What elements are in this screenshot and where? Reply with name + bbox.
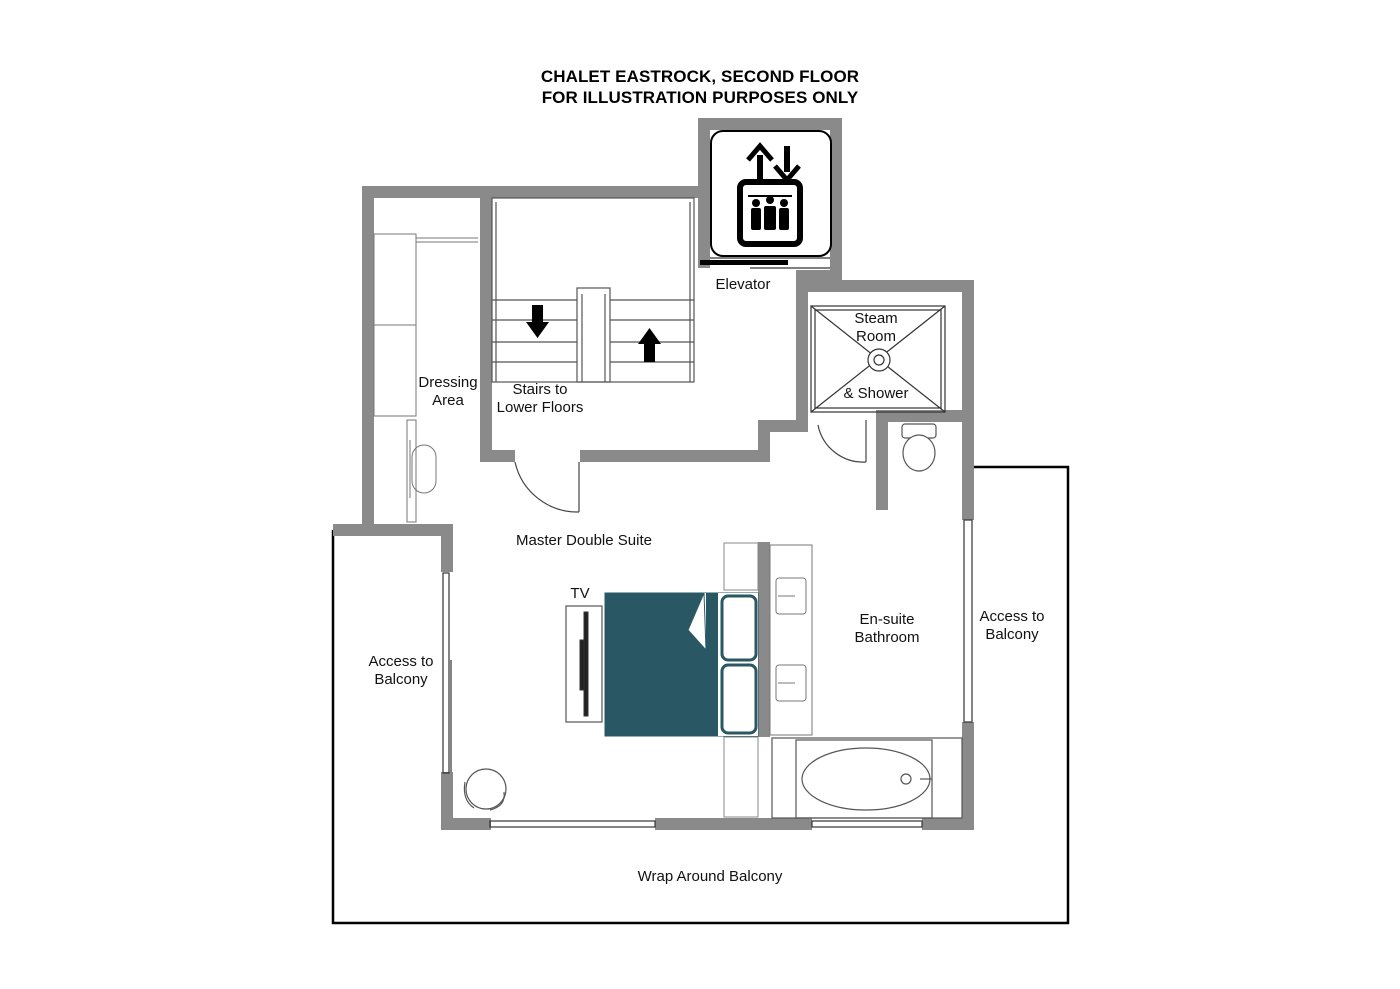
toilet — [901, 423, 937, 472]
wardrobes — [373, 233, 478, 523]
label-access-balcony-left-line2: Balcony — [374, 671, 428, 688]
elevator-icon — [710, 130, 832, 257]
plan-title: CHALET EASTROCK, SECOND FLOOR — [540, 67, 860, 86]
elevator-door — [700, 260, 788, 265]
label-stairs-line2: Lower Floors — [496, 399, 584, 416]
bathtub — [771, 737, 963, 819]
wrap-around-balcony — [331, 465, 1070, 925]
vanity — [769, 544, 813, 736]
label-ensuite-line2: Bathroom — [854, 629, 920, 646]
bed — [604, 592, 759, 737]
tv — [565, 605, 603, 723]
label-master-suite: Master Double Suite — [516, 532, 652, 549]
stairs-down-arrow-icon — [526, 305, 549, 338]
label-dressing-line1: Dressing — [418, 374, 478, 391]
label-access-balcony-left-line1: Access to — [368, 653, 434, 670]
windows — [442, 257, 973, 828]
label-steam-room-line1: Steam — [854, 310, 898, 327]
stairs — [491, 197, 695, 383]
label-stairs-line1: Stairs to — [512, 381, 568, 398]
chair — [463, 768, 507, 811]
label-access-balcony-right-line2: Balcony — [985, 626, 1039, 643]
label-steam-room-line2: Room — [855, 328, 896, 345]
label-steam-room-line3: & Shower — [843, 385, 909, 402]
label-tv: TV — [570, 585, 590, 602]
label-access-balcony-right-line1: Access to — [979, 608, 1045, 625]
label-dressing-line2: Area — [432, 392, 464, 409]
label-ensuite-line1: En-suite — [859, 611, 915, 628]
stairs-up-arrow-icon — [638, 328, 661, 362]
plan-subtitle: FOR ILLUSTRATION PURPOSES ONLY — [541, 88, 859, 107]
walls — [333, 118, 974, 830]
label-wrap-around-balcony: Wrap Around Balcony — [637, 868, 783, 885]
bedside-tables — [723, 542, 759, 818]
doors — [514, 420, 867, 513]
label-elevator: Elevator — [715, 276, 771, 293]
shower-drain-icon — [867, 348, 891, 372]
